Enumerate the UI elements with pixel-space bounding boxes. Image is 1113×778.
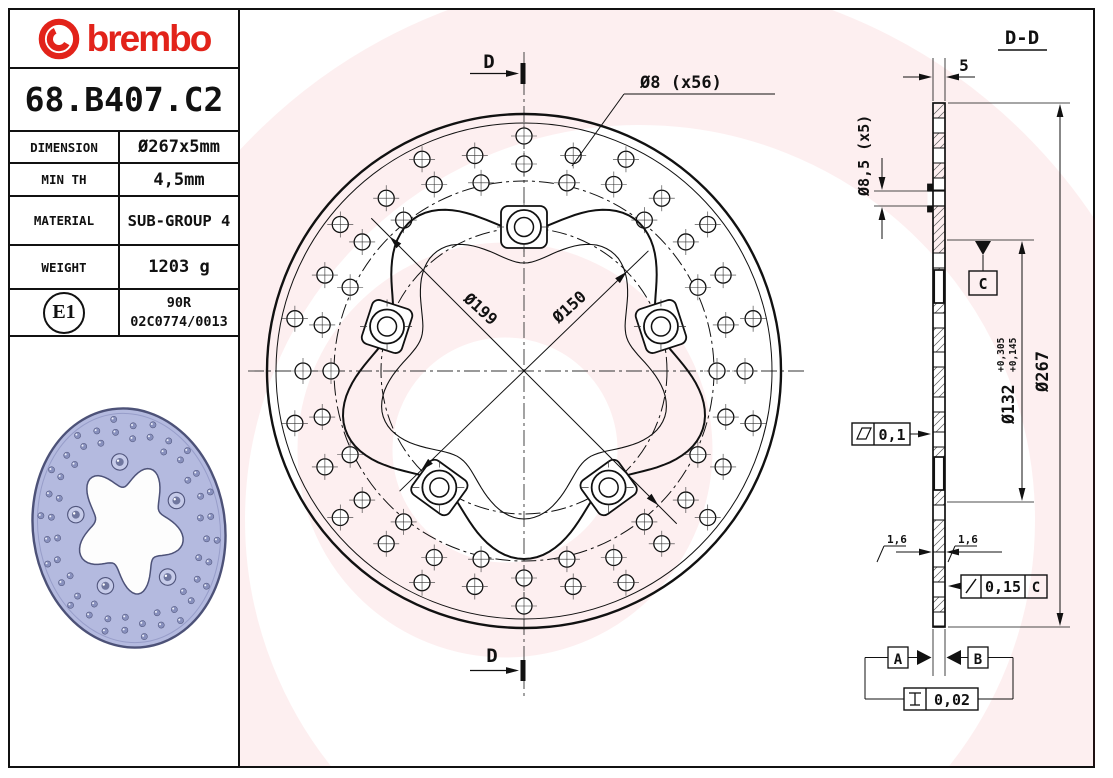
- datum-b-label: B: [974, 652, 982, 668]
- bore-tol-upper: +0,305: [996, 337, 1007, 372]
- e1-approval-mark: E1: [43, 291, 85, 334]
- spec-value: Ø267x5mm: [138, 137, 220, 157]
- roughness-value-right: 1,6: [958, 533, 978, 546]
- spec-row-material: MATERIAL SUB-GROUP 4: [10, 197, 238, 246]
- section-title: D-D: [1005, 27, 1039, 49]
- spec-row-min-th: MIN TH 4,5mm: [10, 164, 238, 197]
- spec-row-homologation: E1 90R 02C0774/0013: [10, 290, 238, 337]
- bolt-hole-dim-label: Ø8,5 (x5): [855, 115, 873, 197]
- technical-drawing: D D Ø8 (x56) Ø199 Ø150 D-D 5 Ø8,5 (x5) C…: [240, 10, 1095, 766]
- runout-datum-ref: C: [1032, 580, 1040, 596]
- bore-dim-label: Ø132 +0,305 +0,145: [996, 337, 1019, 425]
- thickness-variation-value: 0,02: [934, 691, 970, 709]
- spec-label: MATERIAL: [10, 197, 120, 244]
- spec-label: DIMENSION: [10, 132, 120, 162]
- flatness-value: 0,1: [878, 426, 905, 444]
- svg-text:Ø132: Ø132: [999, 384, 1018, 425]
- part-number: 68.B407.C2: [10, 69, 238, 132]
- front-view-geometry: [248, 52, 806, 700]
- datum-a-label: A: [894, 652, 903, 668]
- approval-number: 90R: [166, 295, 192, 312]
- spec-panel: brembo 68.B407.C2 DIMENSION Ø267x5mm MIN…: [8, 8, 240, 768]
- spec-value: 4,5mm: [153, 169, 205, 190]
- datum-c-label: C: [978, 275, 987, 293]
- spec-row-dimension: DIMENSION Ø267x5mm: [10, 132, 238, 164]
- outer-diameter-dim-label: Ø267: [1033, 351, 1053, 393]
- brembo-disc-icon: [38, 18, 79, 59]
- brand-wordmark: brembo: [86, 18, 213, 59]
- section-cut-label-bottom: D: [486, 645, 497, 667]
- section-cut-label-top: D: [483, 51, 494, 73]
- spec-label: WEIGHT: [10, 246, 120, 288]
- brembo-logo: brembo: [10, 10, 238, 69]
- thickness-dim-label: 5: [959, 56, 969, 75]
- spec-value: 1203 g: [148, 257, 210, 277]
- roughness-value-left: 1,6: [887, 533, 907, 546]
- approval-code: 02C0774/0013: [130, 313, 228, 330]
- bore-tol-lower: +0,145: [1008, 337, 1019, 372]
- section-view-geometry: [851, 49, 1070, 711]
- spec-label: MIN TH: [10, 164, 120, 195]
- drill-holes-dim-label: Ø8 (x56): [639, 73, 722, 93]
- spec-value: SUB-GROUP 4: [127, 211, 231, 230]
- disc-product-image: [31, 407, 227, 649]
- runout-value: 0,15: [985, 578, 1021, 596]
- spec-row-weight: WEIGHT 1203 g: [10, 246, 238, 290]
